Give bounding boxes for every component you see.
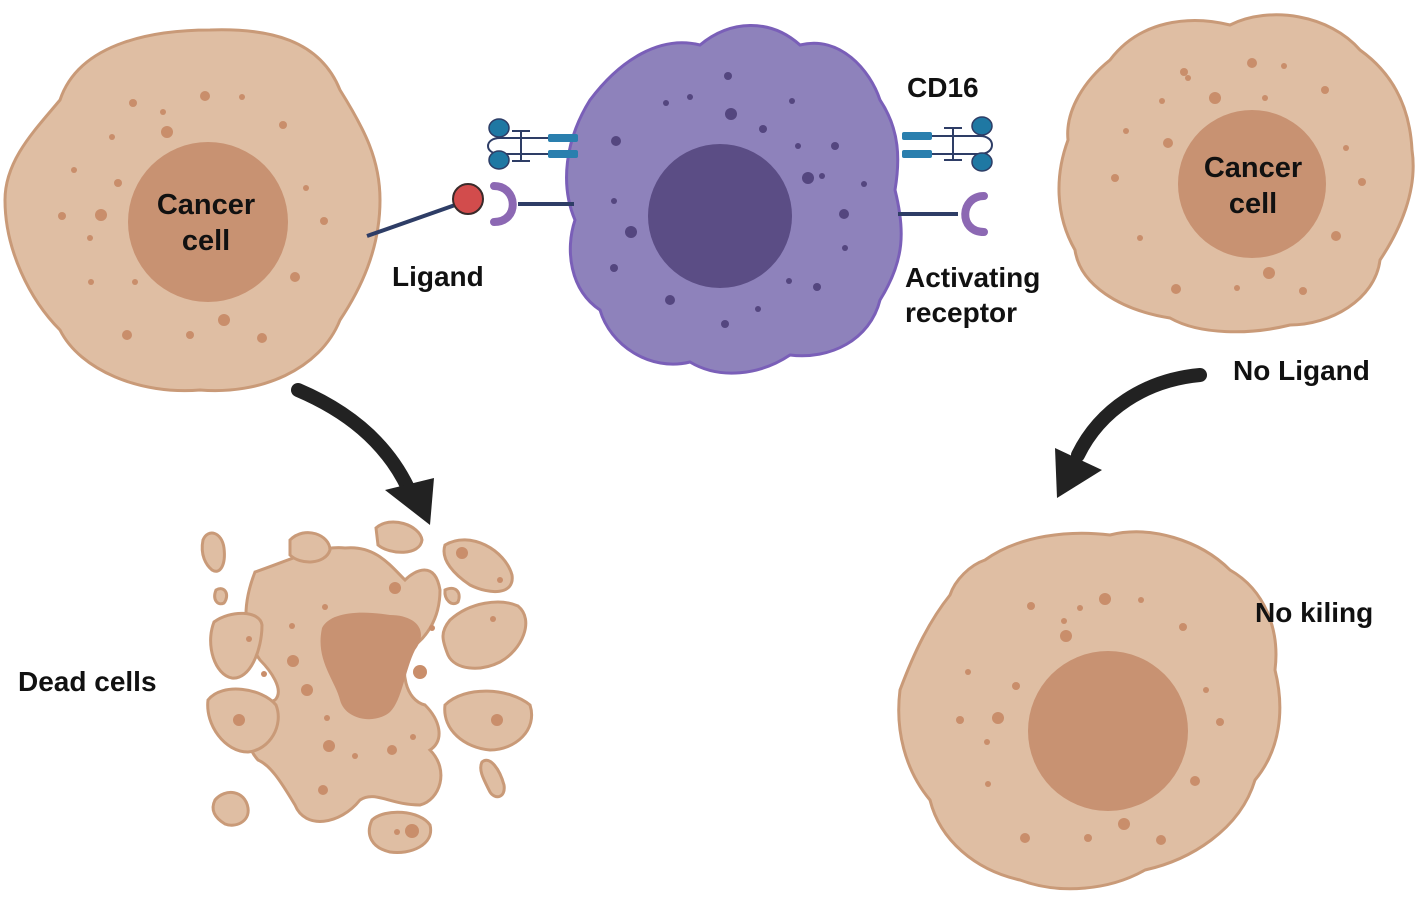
curved-arrow-icon: [291, 383, 434, 525]
nk-cell-nucleus: [648, 144, 792, 288]
ligand-head: [452, 183, 484, 215]
cancer-cell-left: Cancer cell: [3, 28, 382, 393]
cancer-cell-right-nucleus: [1178, 110, 1326, 258]
cancer-cell-left-nucleus: [128, 142, 288, 302]
activating-receptor-icon: [898, 192, 988, 236]
cancer-cell-left-label-line2: cell: [182, 225, 230, 257]
cancer-cell-right-label-line2: cell: [1229, 188, 1277, 220]
cd16-label: CD16: [907, 72, 979, 103]
no-killing-label: No kiling: [1255, 597, 1373, 628]
no-ligand-label: No Ligand: [1233, 355, 1370, 386]
ligand-label: Ligand: [392, 261, 484, 292]
cancer-cell-left-label-line1: Cancer: [157, 189, 255, 221]
cd16-antibody-icon: [487, 118, 578, 170]
curved-arrow-icon: [1055, 368, 1207, 498]
ligand-icon: [366, 183, 484, 238]
cd16-antibody-icon: [902, 116, 993, 172]
nk-cell: [565, 24, 903, 375]
activating-receptor-icon: [490, 182, 574, 226]
cancer-cell-surviving-nucleus: [1028, 651, 1188, 811]
cancer-cell-right-label-line1: Cancer: [1204, 152, 1302, 184]
cancer-cell-right: Cancer cell: [1057, 13, 1415, 334]
cancer-cell-surviving: [897, 530, 1282, 891]
dead-cell-fragments-icon: [200, 520, 533, 855]
dead-cells-label: Dead cells: [18, 666, 157, 697]
activating-receptor-label-line2: receptor: [905, 297, 1017, 328]
activating-receptor-label-line1: Activating: [905, 262, 1040, 293]
